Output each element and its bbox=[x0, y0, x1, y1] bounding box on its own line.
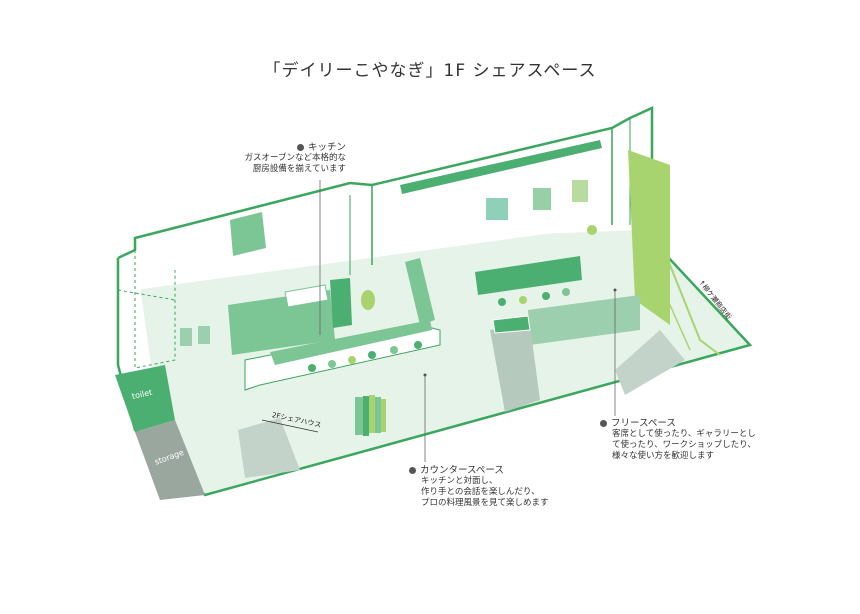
storage-room bbox=[135, 420, 205, 500]
toilet-room bbox=[115, 365, 175, 432]
bullet-icon bbox=[296, 144, 304, 151]
callout-counter-line: プロの料理風景を見て楽しめます bbox=[421, 498, 549, 508]
callout-counter-line: キッチンと対面し、 bbox=[421, 476, 498, 486]
callout-counter-line: 作り手との会話を楽しんだり、 bbox=[421, 487, 540, 497]
wall-shelf bbox=[400, 140, 602, 194]
callout-free-space: フリースペース 客席として使ったり、ギャラリーとし て使ったり、ワークショップし… bbox=[600, 418, 800, 462]
counter-stools bbox=[308, 341, 422, 372]
callout-free-heading: フリースペース bbox=[611, 418, 676, 429]
display-case bbox=[492, 315, 531, 334]
wall-art-3 bbox=[572, 180, 588, 202]
sharehouse-stairs bbox=[238, 418, 300, 478]
kitchen-rack bbox=[330, 278, 352, 328]
callout-counter: カウンタースペース キッチンと対面し、 作り手との会話を楽しんだり、 プロの料理… bbox=[409, 465, 579, 509]
wall-art-2 bbox=[533, 188, 551, 210]
kitchen-counter bbox=[228, 290, 335, 355]
platform-front bbox=[528, 295, 640, 345]
bullet-icon bbox=[600, 420, 607, 427]
bullet-icon bbox=[409, 467, 416, 474]
clothes-rack bbox=[355, 395, 386, 436]
shared-table bbox=[475, 256, 582, 295]
platform-stairs bbox=[615, 330, 685, 395]
callout-kitchen-line: 厨房設備を揃えています bbox=[252, 164, 346, 174]
callout-kitchen-heading: キッチン bbox=[307, 142, 346, 153]
side-table bbox=[587, 225, 597, 235]
wall-art-1 bbox=[486, 198, 508, 220]
range-hood bbox=[230, 212, 266, 256]
shelf-unit bbox=[405, 258, 435, 325]
callout-kitchen: キッチン ガスオーブンなど本格的な 厨房設備を揃えています bbox=[228, 142, 347, 175]
callout-free-line: 客席として使ったり、ギャラリーとし bbox=[612, 429, 756, 439]
callout-free-line: 様々な使い方を歓迎します bbox=[612, 451, 715, 461]
trash-bin bbox=[361, 290, 375, 310]
page-title: 「デイリーこやなぎ」1F シェアスペース bbox=[263, 61, 597, 81]
table-stools bbox=[498, 288, 570, 306]
callout-counter-heading: カウンタースペース bbox=[420, 465, 504, 476]
platform-step bbox=[490, 325, 540, 412]
callout-free-line: て使ったり、ワークショップしたり、 bbox=[612, 440, 756, 450]
callout-kitchen-line: ガスオーブンなど本格的な bbox=[244, 153, 347, 163]
